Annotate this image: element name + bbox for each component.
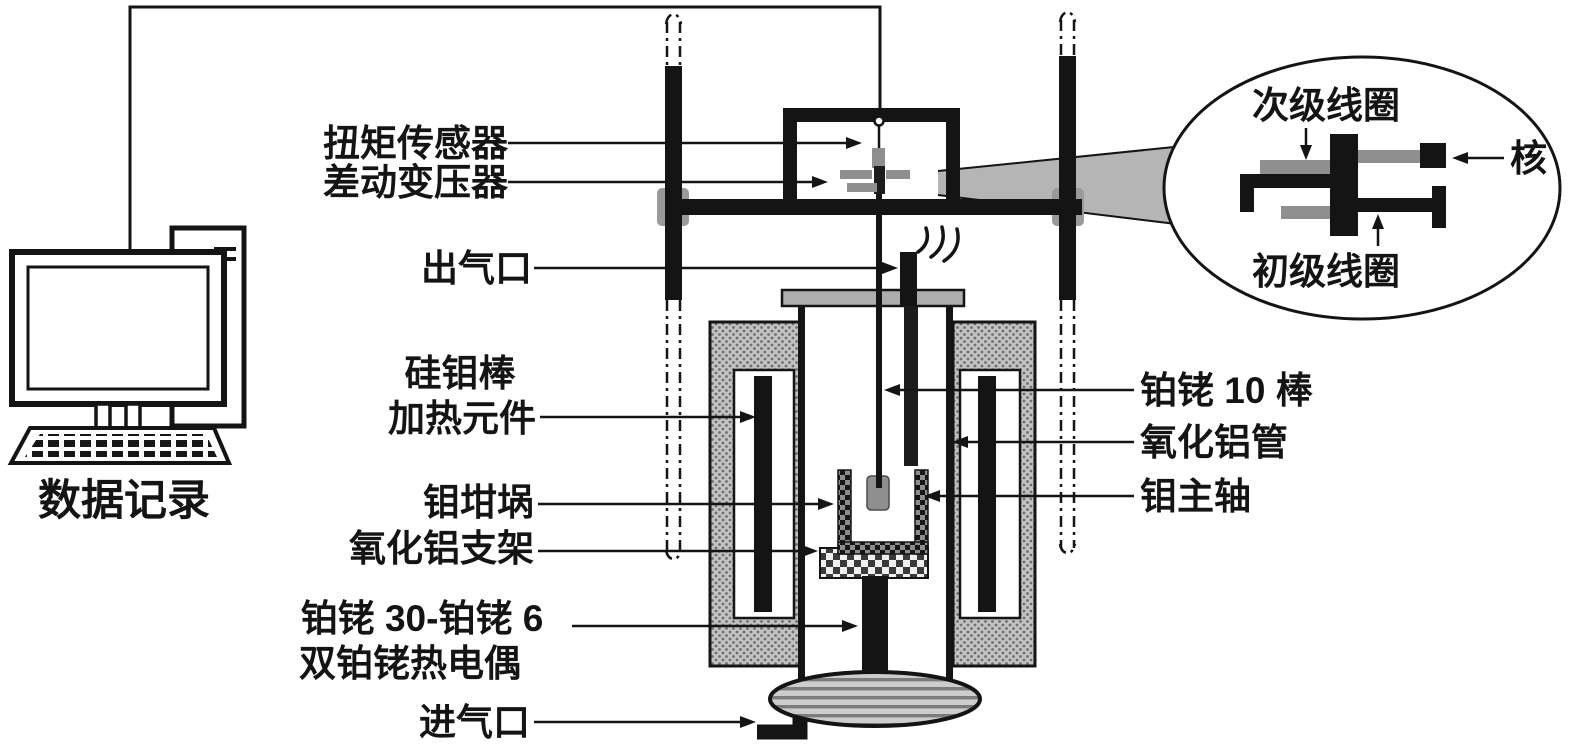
inner-alumina-tube <box>904 306 918 466</box>
labels: 数据记录 扭矩传感器 差动变压器 出气口 硅钼棒 加热元件 钼坩埚 氧化铝支架 … <box>38 85 1547 743</box>
leader-lines <box>508 128 1504 728</box>
right-rod <box>1059 56 1076 300</box>
computer-keyboard <box>7 426 233 465</box>
label-alumina-tube: 氧化铝管 <box>1140 422 1288 463</box>
rod-dashed-extensions <box>664 11 1077 561</box>
computer-monitor <box>9 249 227 407</box>
drive-shaft <box>876 192 882 488</box>
label-secondary-coil: 次级线圈 <box>1252 85 1400 126</box>
leader-ptrh10-rod <box>884 384 1134 396</box>
leader-differential-transformer <box>508 176 828 188</box>
computer <box>7 225 247 465</box>
label-heater-line1: 硅钼棒 <box>405 353 517 394</box>
label-data-recording: 数据记录 <box>38 477 210 525</box>
gas-curl <box>929 225 945 259</box>
leader-core <box>1452 152 1504 164</box>
lvdt-secondary-coil-lower <box>1281 206 1333 219</box>
leader-gas-inlet <box>534 716 756 728</box>
base-platform <box>768 670 982 728</box>
leader-thermocouple <box>572 620 858 632</box>
lvdt-right-step <box>1432 186 1446 228</box>
leader-mo-spindle <box>924 490 1134 502</box>
label-gas-inlet: 进气口 <box>419 702 530 743</box>
mo-crucible-cup <box>837 469 929 555</box>
gas-curl <box>916 226 930 254</box>
lvdt-core-rod <box>1358 150 1424 163</box>
leader-mo-crucible <box>538 498 834 510</box>
torque-sensor-body <box>872 148 885 168</box>
signal-cable <box>128 5 882 252</box>
label-differential-transformer: 差动变压器 <box>323 162 509 203</box>
lvdt-core-body <box>1330 134 1358 236</box>
gas-outlet-port <box>900 225 960 306</box>
label-mo-crucible: 钼坩埚 <box>423 482 534 523</box>
gas-curl <box>942 227 960 263</box>
lvdt-detail <box>1240 134 1446 236</box>
label-alumina-support: 氧化铝支架 <box>349 528 534 569</box>
base-assembly <box>757 670 982 740</box>
leader-gas-outlet <box>534 262 898 274</box>
suspension-hook <box>873 115 885 127</box>
label-heater-line2: 加热元件 <box>388 398 536 439</box>
tube-wall-left <box>798 306 805 686</box>
lvdt-mini-rod <box>847 183 877 192</box>
lvdt-mini-rod <box>840 170 872 179</box>
cross-beam <box>668 199 1082 215</box>
inset-ellipse <box>1162 55 1562 321</box>
monitor-screen <box>26 265 210 391</box>
label-gas-outlet: 出气口 <box>421 248 532 289</box>
leader-alumina-support <box>538 545 818 557</box>
label-core: 核 <box>1510 138 1547 179</box>
lvdt-mini-rod <box>886 170 910 179</box>
pedestal-column <box>862 576 888 680</box>
outlet-pipe <box>900 252 917 306</box>
furnace <box>708 320 1037 668</box>
leader-secondary-coil <box>1300 128 1312 160</box>
label-torque-sensor: 扭矩传感器 <box>323 123 509 164</box>
leader-alumina-tube <box>952 436 1134 448</box>
lvdt-primary-bar <box>1358 198 1444 212</box>
heating-element-left <box>754 376 772 612</box>
lvdt-core-end <box>1420 143 1446 168</box>
leader-torque-sensor <box>508 137 862 149</box>
label-thermocouple-line1: 铂铑 30-铂铑 6 <box>301 598 544 639</box>
sensor-frame <box>783 108 960 206</box>
label-ptrh10-rod: 铂铑 10 棒 <box>1140 370 1314 411</box>
crucible-assembly <box>819 469 929 680</box>
lvdt-left-step <box>1240 174 1254 212</box>
label-thermocouple-line2: 双铂铑热电偶 <box>299 643 521 684</box>
lvdt-secondary-coil-upper <box>1260 160 1332 174</box>
leader-primary-coil <box>1372 214 1384 246</box>
lvdt-mini-core <box>874 166 885 194</box>
leader-heating-element <box>540 411 756 423</box>
label-mo-spindle: 钼主轴 <box>1140 476 1251 517</box>
heating-element-right <box>978 376 996 612</box>
tube-lid <box>780 288 966 308</box>
magnifier-inset <box>1162 55 1562 321</box>
label-primary-coil: 初级线圈 <box>1252 251 1400 292</box>
lvdt-left-bar <box>1240 174 1332 188</box>
torque-sensor-assembly <box>840 115 910 194</box>
